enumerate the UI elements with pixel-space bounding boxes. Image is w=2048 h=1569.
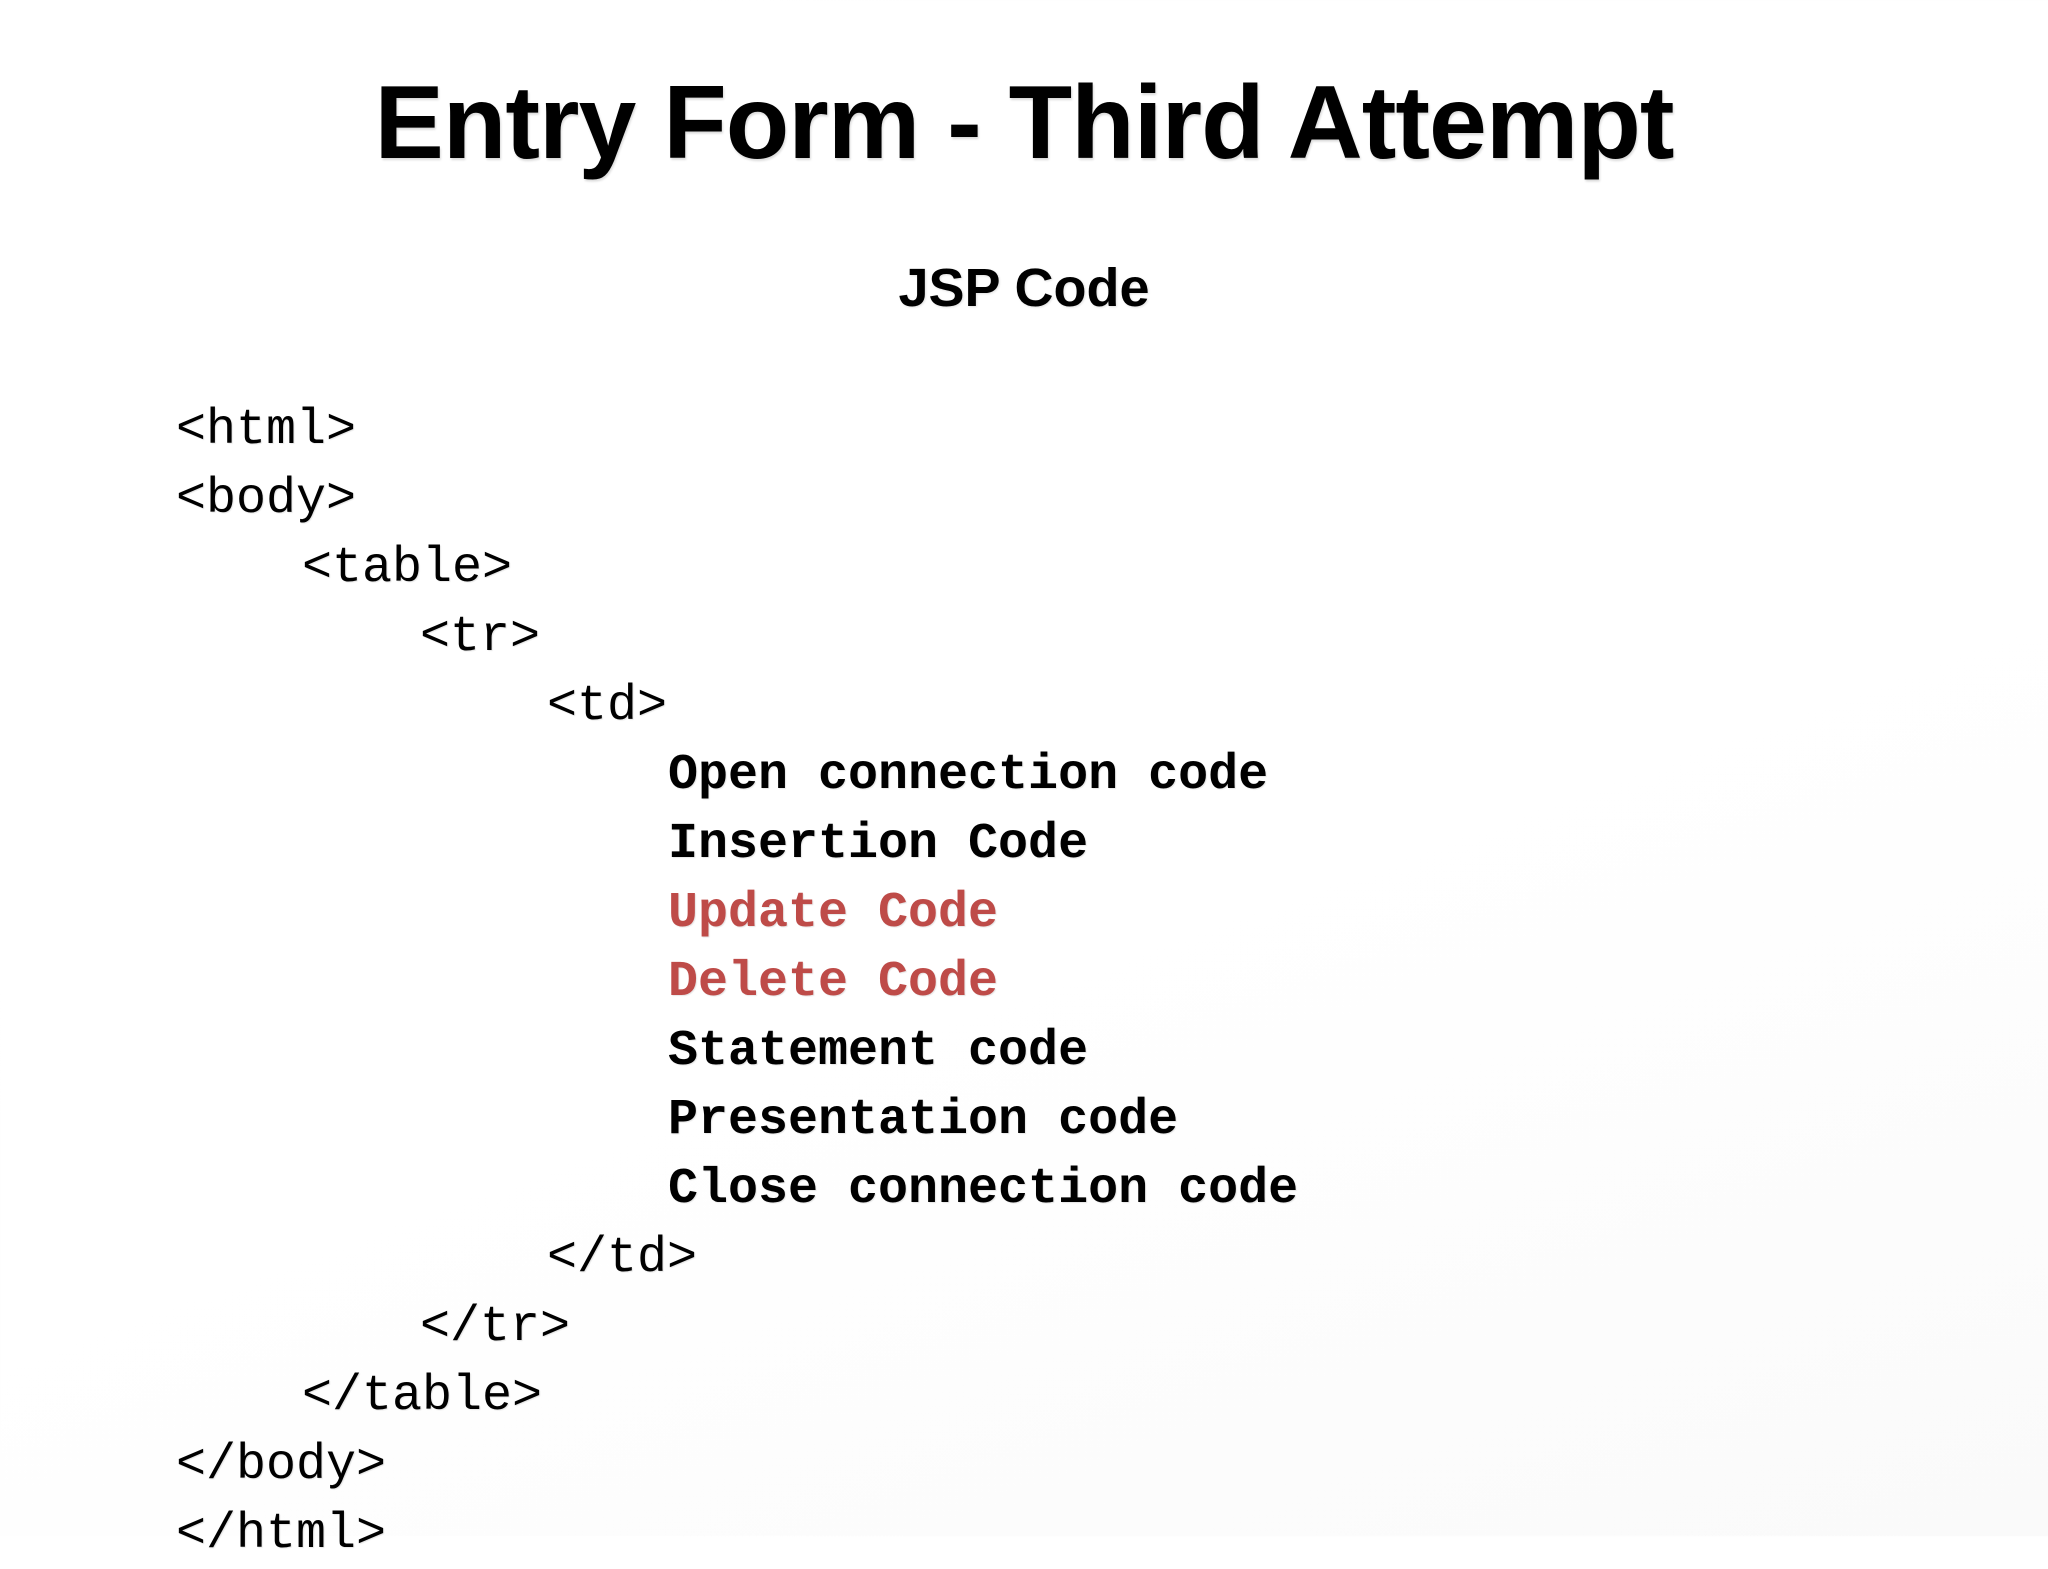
- code-line: <body>: [176, 471, 357, 528]
- code-block: <html> <body> <table> <tr><td>Open connecti…: [176, 396, 2048, 1569]
- code-line: <td>: [547, 678, 668, 735]
- code-line: </tr>: [420, 1299, 571, 1356]
- code-line: Presentation code: [668, 1092, 1179, 1149]
- code-line: </table>: [302, 1368, 543, 1425]
- code-line: </td>: [547, 1230, 698, 1287]
- code-line: Update Code: [668, 885, 999, 942]
- slide-title: Entry Form - Third Attempt: [374, 65, 1675, 181]
- code-line: </html>: [176, 1506, 387, 1563]
- code-line: <table>: [302, 540, 513, 597]
- code-line: Delete Code: [668, 954, 999, 1011]
- slide: Entry Form - Third Attempt JSP Code <htm…: [176, 65, 1675, 1563]
- code-line: Open connection code: [668, 747, 1269, 804]
- code-line: <html>: [176, 402, 357, 459]
- code-line: Statement code: [668, 1023, 1089, 1080]
- code-line: Insertion Code: [668, 816, 1089, 873]
- code-line: <tr>: [420, 609, 541, 666]
- code-line: Close connection code: [668, 1161, 1299, 1218]
- code-line: </body>: [176, 1437, 387, 1494]
- slide-subtitle: JSP Code: [898, 258, 1150, 318]
